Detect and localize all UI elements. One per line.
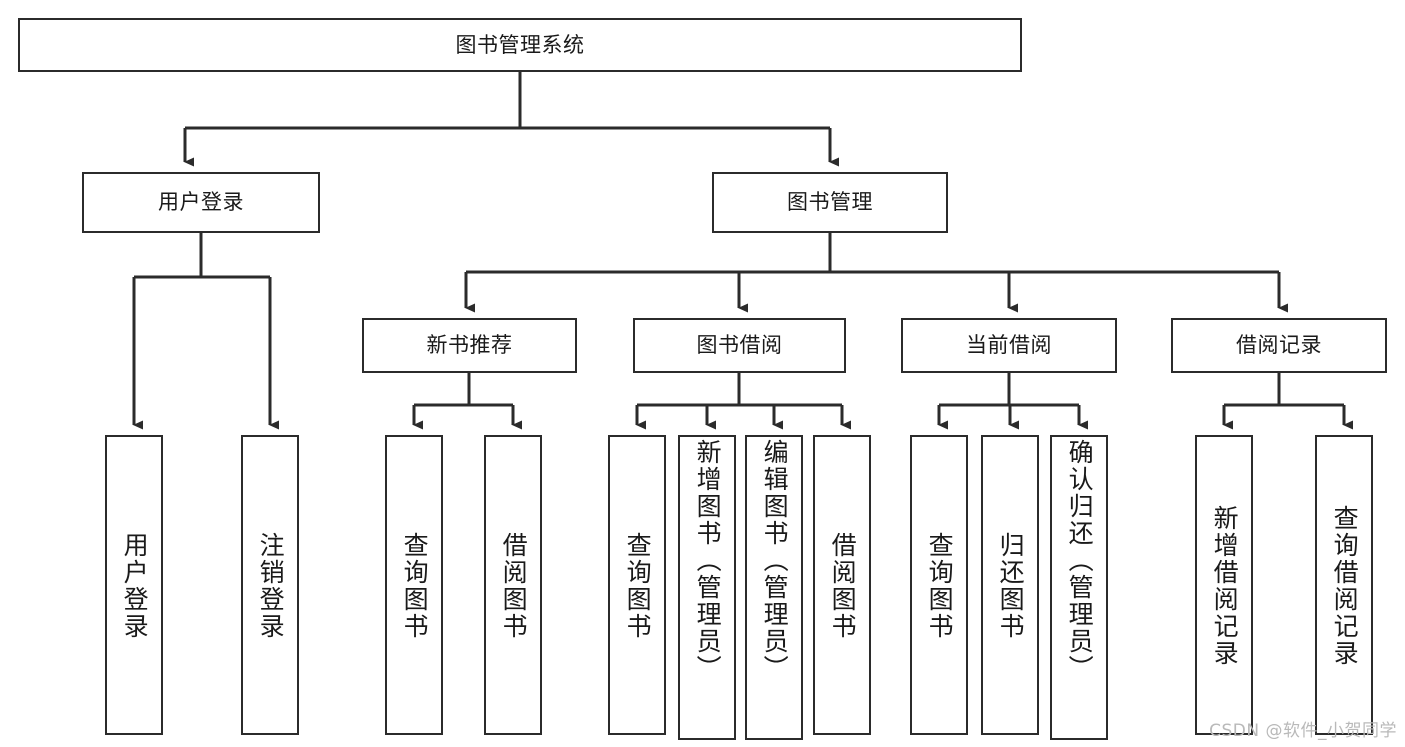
watermark: CSDN @软件_小贺同学 bbox=[1209, 721, 1397, 741]
node-leaf-add-book-admin-label: 新增图书（管理员） bbox=[693, 439, 723, 682]
node-leaf-borrow-book-label: 借阅图书 bbox=[828, 532, 858, 640]
node-leaf-query-book-borrow[interactable]: 查询图书 bbox=[608, 435, 666, 735]
node-new-book-rec-label: 新书推荐 bbox=[426, 333, 513, 357]
node-leaf-borrow-book-rec-label: 借阅图书 bbox=[499, 532, 529, 640]
edge-group-root bbox=[183, 72, 839, 167]
node-book-manage-label: 图书管理 bbox=[787, 190, 873, 214]
node-root-label: 图书管理系统 bbox=[455, 32, 585, 57]
node-borrow-record[interactable]: 借阅记录 bbox=[1171, 318, 1387, 373]
node-leaf-query-book-rec-label: 查询图书 bbox=[400, 532, 430, 640]
node-leaf-logout-label: 注销登录 bbox=[256, 532, 286, 640]
edge-group-new-book-rec bbox=[412, 373, 522, 430]
node-leaf-confirm-return-admin[interactable]: 确认归还（管理员） bbox=[1050, 435, 1108, 740]
node-leaf-edit-book-admin-label: 编辑图书（管理员） bbox=[760, 439, 790, 682]
node-leaf-query-borrow-record[interactable]: 查询借阅记录 bbox=[1315, 435, 1373, 735]
edge-group-borrow-record bbox=[1222, 373, 1353, 430]
node-root[interactable]: 图书管理系统 bbox=[18, 18, 1022, 72]
node-leaf-edit-book-admin[interactable]: 编辑图书（管理员） bbox=[745, 435, 803, 740]
node-current-borrow-label: 当前借阅 bbox=[966, 333, 1052, 357]
node-current-borrow[interactable]: 当前借阅 bbox=[901, 318, 1117, 373]
node-book-borrow-label: 图书借阅 bbox=[696, 333, 783, 357]
node-leaf-user-login[interactable]: 用户登录 bbox=[105, 435, 163, 735]
node-leaf-confirm-return-admin-label: 确认归还（管理员） bbox=[1065, 439, 1095, 682]
edge-group-user-login bbox=[132, 233, 279, 430]
node-user-login[interactable]: 用户登录 bbox=[82, 172, 320, 233]
node-leaf-borrow-book[interactable]: 借阅图书 bbox=[813, 435, 871, 735]
node-leaf-user-login-label: 用户登录 bbox=[120, 532, 150, 640]
node-leaf-add-borrow-record-label: 新增借阅记录 bbox=[1210, 505, 1240, 667]
node-leaf-query-book-current-label: 查询图书 bbox=[925, 532, 955, 640]
node-leaf-borrow-book-rec[interactable]: 借阅图书 bbox=[484, 435, 542, 735]
node-leaf-add-book-admin[interactable]: 新增图书（管理员） bbox=[678, 435, 736, 740]
node-leaf-return-book[interactable]: 归还图书 bbox=[981, 435, 1039, 735]
edge-group-book-borrow bbox=[635, 373, 851, 430]
node-book-manage[interactable]: 图书管理 bbox=[712, 172, 948, 233]
node-user-login-label: 用户登录 bbox=[158, 190, 244, 214]
edge-group-current-borrow bbox=[937, 373, 1088, 430]
node-leaf-logout[interactable]: 注销登录 bbox=[241, 435, 299, 735]
node-leaf-query-book-rec[interactable]: 查询图书 bbox=[385, 435, 443, 735]
node-new-book-rec[interactable]: 新书推荐 bbox=[362, 318, 577, 373]
node-leaf-add-borrow-record[interactable]: 新增借阅记录 bbox=[1195, 435, 1253, 735]
node-leaf-query-borrow-record-label: 查询借阅记录 bbox=[1330, 505, 1360, 667]
edge-group-book-manage bbox=[464, 233, 1288, 313]
node-borrow-record-label: 借阅记录 bbox=[1236, 333, 1322, 357]
node-leaf-query-book-borrow-label: 查询图书 bbox=[623, 532, 653, 640]
node-leaf-query-book-current[interactable]: 查询图书 bbox=[910, 435, 968, 735]
node-leaf-return-book-label: 归还图书 bbox=[996, 532, 1026, 640]
node-book-borrow[interactable]: 图书借阅 bbox=[633, 318, 846, 373]
